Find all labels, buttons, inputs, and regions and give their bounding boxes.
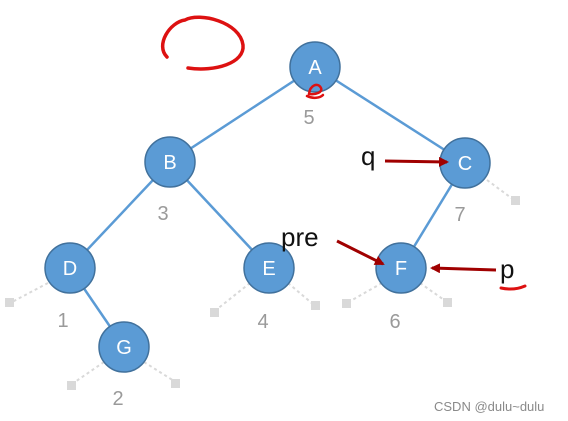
node-circle <box>144 136 196 188</box>
pointer-label-q: q <box>361 141 375 171</box>
null-edge <box>346 282 383 304</box>
node-circle <box>375 242 427 294</box>
arrow-pre-to-f <box>336 239 385 266</box>
node-label: E <box>262 258 275 280</box>
node-circle <box>98 321 150 373</box>
ink-mark-under-a <box>305 83 325 100</box>
tree-edges <box>68 65 467 348</box>
null-edge <box>71 361 105 385</box>
tree-node-g: G2 <box>98 321 150 410</box>
null-leaf <box>443 298 452 307</box>
node-label: C <box>458 153 472 175</box>
null-edge <box>287 282 315 306</box>
node-label: A <box>308 57 322 79</box>
null-edge <box>11 282 49 303</box>
node-order-label: 3 <box>157 203 168 225</box>
ink-loop-scribble <box>160 15 245 71</box>
tree-node-f: F6 <box>375 242 427 333</box>
node-circle <box>44 242 96 294</box>
null-leaf <box>67 381 76 390</box>
edge-a-c <box>314 65 466 165</box>
null-edge <box>143 361 175 382</box>
node-order-label: 6 <box>389 311 400 333</box>
null-edge <box>419 282 448 303</box>
null-leaf <box>342 299 351 308</box>
node-circle <box>289 41 341 93</box>
node-order-label: 4 <box>257 311 268 333</box>
node-label: G <box>116 337 132 359</box>
null-leaf <box>5 298 14 307</box>
node-order-label: 7 <box>454 204 465 226</box>
null-stubs <box>5 179 520 390</box>
null-edge <box>486 179 515 201</box>
tree-node-d: D1 <box>44 242 96 332</box>
edge-a-b <box>169 65 316 164</box>
null-leaf <box>511 196 520 205</box>
node-order-label: 1 <box>57 310 68 332</box>
arrow-p-to-f <box>430 263 497 274</box>
handwritten-ink <box>160 15 527 291</box>
tree-node-e: E4 <box>243 242 295 333</box>
node-label: D <box>63 258 77 280</box>
node-order-label: 2 <box>112 388 123 410</box>
tree-node-c: C7 <box>439 137 491 226</box>
null-edge <box>215 282 251 311</box>
pointer-annotations: q pre p <box>281 141 514 284</box>
pointer-label-p: p <box>500 254 514 284</box>
node-order-label: 5 <box>303 107 314 129</box>
null-leaf <box>210 308 219 317</box>
tree-node-a: A5 <box>289 41 341 129</box>
tree-node-b: B3 <box>144 136 196 225</box>
pointer-label-pre: pre <box>281 222 319 252</box>
node-circle <box>243 242 295 294</box>
watermark: CSDN @dulu~dulu <box>434 399 544 414</box>
null-leaf <box>311 301 320 310</box>
null-leaf <box>171 379 180 388</box>
node-label: F <box>395 258 407 280</box>
node-label: B <box>163 152 176 174</box>
arrow-q-to-c <box>384 156 449 167</box>
ink-underline-p <box>499 284 527 291</box>
